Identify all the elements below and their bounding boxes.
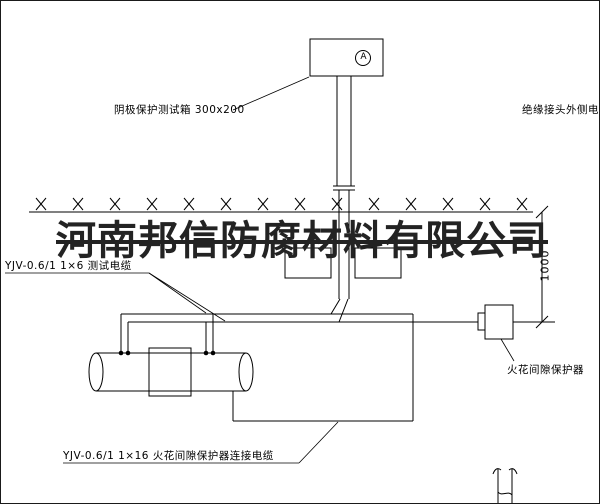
pipeline — [88, 347, 254, 397]
test-box-label: 阴极保护测试箱 300x200 — [114, 104, 245, 116]
test-box-leader-line — [232, 76, 310, 111]
conduit-riser — [333, 76, 355, 299]
pipe-riser-symbol — [492, 468, 518, 503]
spark-gap-protector — [477, 304, 515, 362]
test-cables — [120, 298, 478, 353]
ammeter-letter: A — [360, 52, 367, 62]
protector-leader-line — [500, 338, 515, 362]
test-cable-label: YJV-0.6/1 1×6 测试电缆 — [5, 260, 132, 272]
ground-line — [29, 197, 533, 213]
label-leader-lines — [5, 272, 339, 464]
pipe-wrap-hatch — [148, 347, 192, 397]
protector-cable-run — [232, 314, 414, 422]
ammeter-symbol — [355, 50, 371, 66]
spark-gap-protector-label: 火花间隙保护器 — [507, 364, 584, 376]
company-watermark: 河南邦信防腐材料有限公司 — [56, 217, 548, 264]
protector-cable-label: YJV-0.6/1 1×16 火花间隙保护器连接电缆 — [63, 450, 274, 462]
concrete-blocks — [284, 247, 402, 279]
dimension-line — [513, 205, 555, 329]
right-edge-cable-label: 绝缘接头外侧电缆 — [522, 104, 599, 116]
test-box — [309, 38, 384, 77]
